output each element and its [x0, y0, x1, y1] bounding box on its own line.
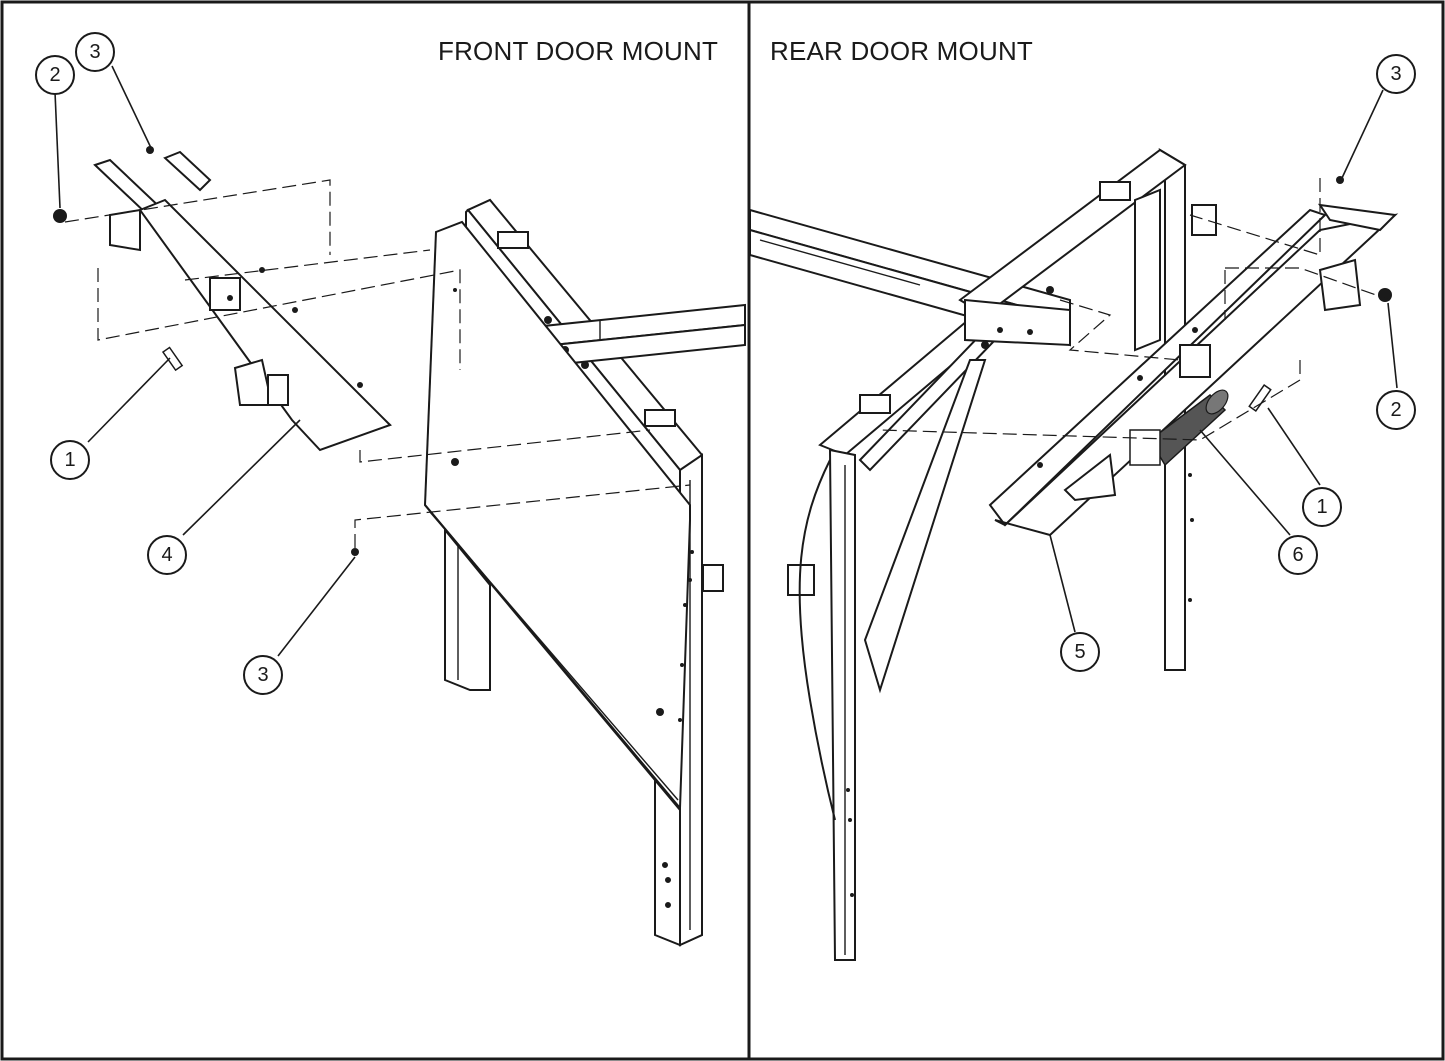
front-screw-top: [146, 146, 154, 154]
callout-front-3-bottom: 3: [243, 655, 283, 695]
front-door-panel: [423, 220, 694, 811]
callout-rear-3: 3: [1376, 54, 1416, 94]
front-mount-channel: [93, 150, 392, 452]
callout-front-4: 4: [147, 535, 187, 575]
rear-bolt: [1248, 384, 1272, 412]
callout-rear-2: 2: [1376, 390, 1416, 430]
rear-actuator: [1129, 389, 1229, 467]
callout-front-3-top: 3: [75, 32, 115, 72]
front-panel-title: FRONT DOOR MOUNT: [438, 36, 719, 66]
callout-front-1: 1: [50, 440, 90, 480]
callout-front-2: 2: [35, 55, 75, 95]
front-nut: [53, 209, 67, 223]
callout-rear-6: 6: [1278, 535, 1318, 575]
rear-door-mount-drawing: [749, 89, 1399, 961]
callout-rear-5: 5: [1060, 632, 1100, 672]
rear-panel-title: REAR DOOR MOUNT: [770, 36, 1033, 66]
front-bolt: [161, 346, 184, 372]
callout-rear-1: 1: [1302, 487, 1342, 527]
front-frame: [444, 198, 746, 947]
front-door-mount-drawing: [53, 65, 746, 947]
rear-nut: [1378, 288, 1392, 302]
front-screw-bottom: [351, 548, 359, 556]
rear-mount-channel: [988, 203, 1399, 537]
